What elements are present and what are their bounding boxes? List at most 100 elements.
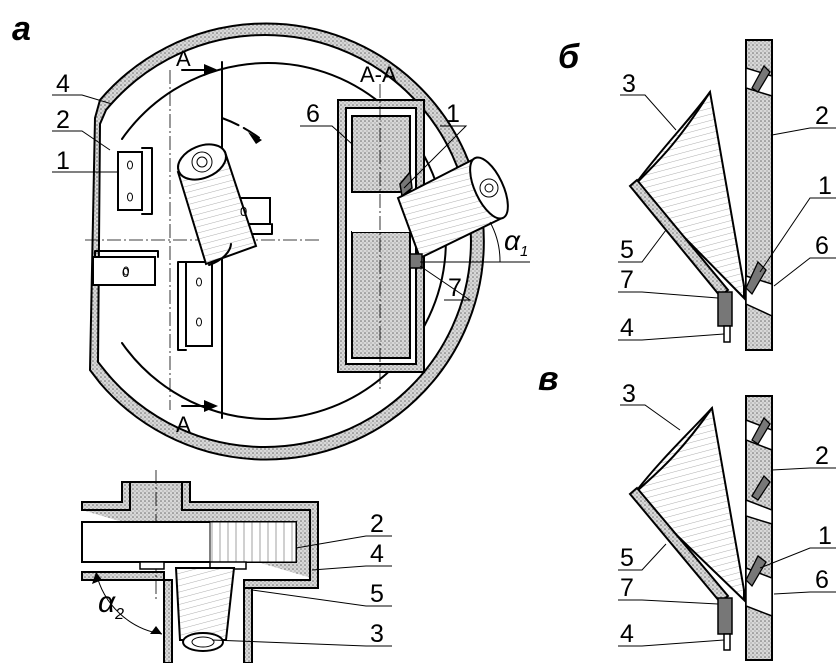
leader-s1 xyxy=(403,125,468,189)
panel-label-v: в xyxy=(538,360,559,398)
section-disc-upper xyxy=(351,115,411,193)
leader-b6 xyxy=(773,257,836,287)
knife-left-hole xyxy=(123,266,129,276)
leader-b2 xyxy=(771,127,836,136)
panel-label-a: а xyxy=(12,10,31,48)
knife-right-zero: 0 xyxy=(240,204,247,219)
bottom-housing-lower xyxy=(81,571,173,664)
detail-v-knife-top xyxy=(751,416,771,445)
section-title: А-А xyxy=(360,62,397,87)
label-v-6: 6 xyxy=(815,566,829,594)
knife-bottom-hole-1 xyxy=(196,277,202,287)
bottom-log-end xyxy=(182,632,224,652)
angle-alpha2-head-2 xyxy=(150,626,162,634)
knife-top-holder xyxy=(141,147,153,215)
leader-bv2 xyxy=(295,535,392,549)
knife-left-holder xyxy=(94,250,159,258)
label-v-5: 5 xyxy=(620,544,634,572)
detail-b-knife-top xyxy=(751,64,771,93)
detail-v-log-edge xyxy=(633,407,713,495)
leader-v6 xyxy=(773,591,836,595)
leader-v4 xyxy=(618,639,725,647)
section-arrow-top-head xyxy=(204,64,218,76)
section-counter-knife xyxy=(409,253,423,269)
detail-v xyxy=(628,395,773,661)
bottom-disc-hatch xyxy=(209,521,297,563)
detail-v-rod xyxy=(723,633,731,651)
log-bottom-curve xyxy=(208,243,232,266)
log-end xyxy=(177,143,227,181)
labels: а б в А-А А А 4 2 1 0 0 6 1 7 α1 3 2 1 6… xyxy=(12,10,832,648)
leader-v3 xyxy=(620,404,681,431)
section-knife xyxy=(399,170,413,198)
label-bv-5: 5 xyxy=(370,580,384,608)
bottom-log xyxy=(174,567,236,641)
label-v-7: 7 xyxy=(620,574,634,602)
angle-alpha1: α1 xyxy=(504,225,528,260)
label-b-6: 6 xyxy=(815,232,829,260)
leader-bv5 xyxy=(251,589,392,607)
label-b-1: 1 xyxy=(818,172,832,200)
detail-b xyxy=(628,39,773,351)
detail-v-counter-knife xyxy=(717,597,733,635)
label-b-2: 2 xyxy=(815,102,829,130)
leader-v1 xyxy=(759,547,836,569)
label-a-1: 1 xyxy=(56,147,70,175)
label-v-2: 2 xyxy=(815,442,829,470)
section-log-ring-2 xyxy=(484,183,494,193)
detail-v-knife xyxy=(745,555,767,588)
section-log-ring-1 xyxy=(479,178,499,198)
detail-b-log-edge xyxy=(633,91,711,187)
log-ring-2 xyxy=(196,156,208,168)
bottom-log-ring xyxy=(191,636,215,648)
detail-b-counter-knife xyxy=(717,291,733,327)
label-b-4: 4 xyxy=(620,314,634,342)
leader-lines xyxy=(52,94,836,647)
section-mark-top: А xyxy=(176,46,191,71)
label-b-5: 5 xyxy=(620,236,634,264)
bottom-housing-left xyxy=(81,481,131,511)
detail-b-log xyxy=(632,89,745,301)
label-v-3: 3 xyxy=(622,380,636,408)
section-log-end xyxy=(469,156,509,220)
label-s-7: 7 xyxy=(448,274,462,302)
bottom-knife-left xyxy=(139,561,165,570)
angle-alpha1-arc xyxy=(489,221,501,263)
angle-alpha2: α2 xyxy=(98,586,124,623)
leader-b3 xyxy=(620,94,677,131)
leader-b4 xyxy=(618,333,725,341)
rotation-arrow-head xyxy=(248,132,262,144)
label-s-6: 6 xyxy=(306,100,320,128)
section-a-a xyxy=(337,84,530,390)
label-v-1: 1 xyxy=(818,522,832,550)
leader-b1 xyxy=(759,197,836,273)
section-mark-bottom: А xyxy=(176,412,191,437)
label-bv-3: 3 xyxy=(370,620,384,648)
leader-v5 xyxy=(618,543,667,571)
leader-a2 xyxy=(52,130,111,151)
detail-v-log xyxy=(632,405,745,603)
leader-bv3 xyxy=(211,639,392,647)
knife-bottom xyxy=(185,261,213,347)
leader-v7 xyxy=(618,599,719,605)
knife-top-hole-2 xyxy=(127,192,133,202)
label-b-3: 3 xyxy=(622,70,636,98)
label-a-2: 2 xyxy=(56,106,70,134)
leader-s6 xyxy=(300,125,353,145)
label-v-4: 4 xyxy=(620,620,634,648)
angle-alpha2-head-1 xyxy=(92,572,102,584)
label-bv-2: 2 xyxy=(370,510,384,538)
knife-left-zero: 0 xyxy=(122,265,129,280)
detail-v-slot-mid xyxy=(745,498,773,526)
leader-b7 xyxy=(618,291,719,299)
panel-label-b: б xyxy=(558,38,580,76)
leader-a4 xyxy=(52,94,113,105)
label-s-1: 1 xyxy=(446,100,460,128)
bottom-housing-right xyxy=(181,481,319,589)
leader-bv4 xyxy=(311,565,392,571)
rotation-arrow xyxy=(221,117,263,141)
detail-b-guide xyxy=(628,178,730,298)
leader-v2 xyxy=(771,467,836,471)
